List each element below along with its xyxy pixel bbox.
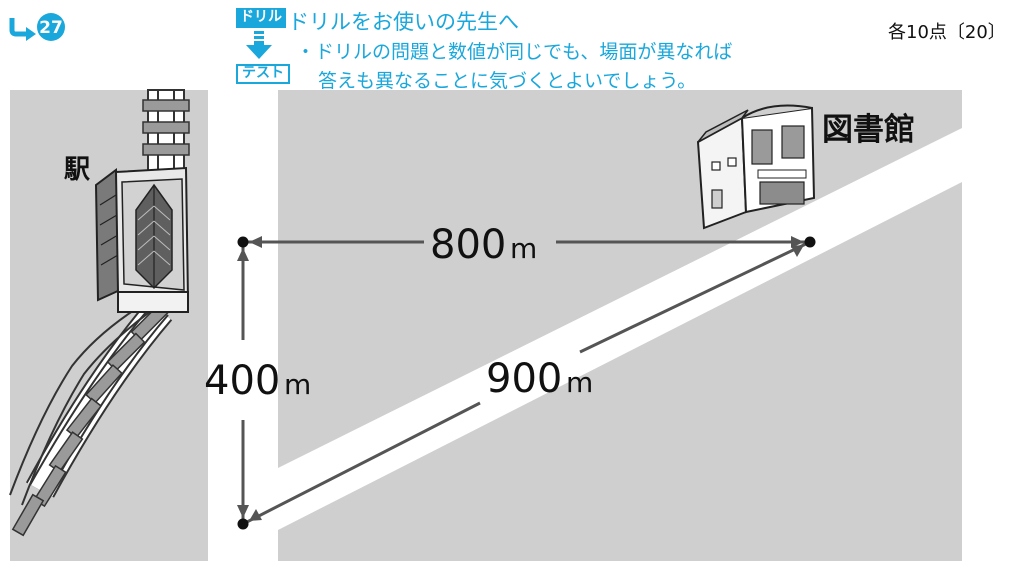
notice-line-2: 答えも異なることに気づくとよいでしょう。 [318, 70, 697, 92]
library-icon [696, 104, 816, 230]
diagonal-line-lower [242, 401, 481, 526]
distance-diagonal-value: 900 [486, 356, 562, 402]
arrowhead-diagonal-high [791, 245, 804, 257]
lower-block [278, 182, 962, 561]
distance-left-unit: m [284, 368, 311, 401]
arrowhead-up [237, 248, 249, 261]
arrowhead-left [249, 236, 262, 248]
distance-lines [237, 236, 816, 530]
arrowhead-down [237, 505, 249, 518]
down-arrow-icon [246, 31, 272, 59]
arrowhead-diagonal-low [249, 509, 262, 521]
arrowhead-right [791, 236, 804, 248]
point-corner-top [237, 236, 249, 248]
reference-number: 27 [39, 18, 63, 38]
diagonal-line-upper [579, 240, 811, 354]
curved-arrow-icon: 27 [9, 13, 65, 41]
notice-line-1: ・ドリルの問題と数値が同じでも、場面が異なれば [296, 41, 733, 63]
library-label: 図書館 [822, 112, 915, 148]
reference-badge: 27 [6, 12, 68, 42]
point-library [804, 236, 816, 248]
notice-title: ドリルをお使いの先生へ [288, 10, 519, 34]
distance-left-value: 400 [204, 358, 280, 404]
teacher-notice: ドリル テスト ドリルをお使いの先生へ ・ドリルの問題と数値が同じでも、場面が異… [232, 6, 832, 92]
station-icon [94, 166, 190, 313]
distance-diagonal-unit: m [566, 366, 593, 399]
point-corner-bottom [237, 518, 249, 530]
test-badge: テスト [236, 64, 290, 84]
station-label: 駅 [64, 155, 90, 185]
distance-top-value: 800 [430, 222, 506, 268]
score-label: 各10点〔20〕 [888, 22, 1006, 43]
distance-top-unit: m [510, 232, 537, 265]
drill-badge: ドリル [236, 8, 286, 28]
